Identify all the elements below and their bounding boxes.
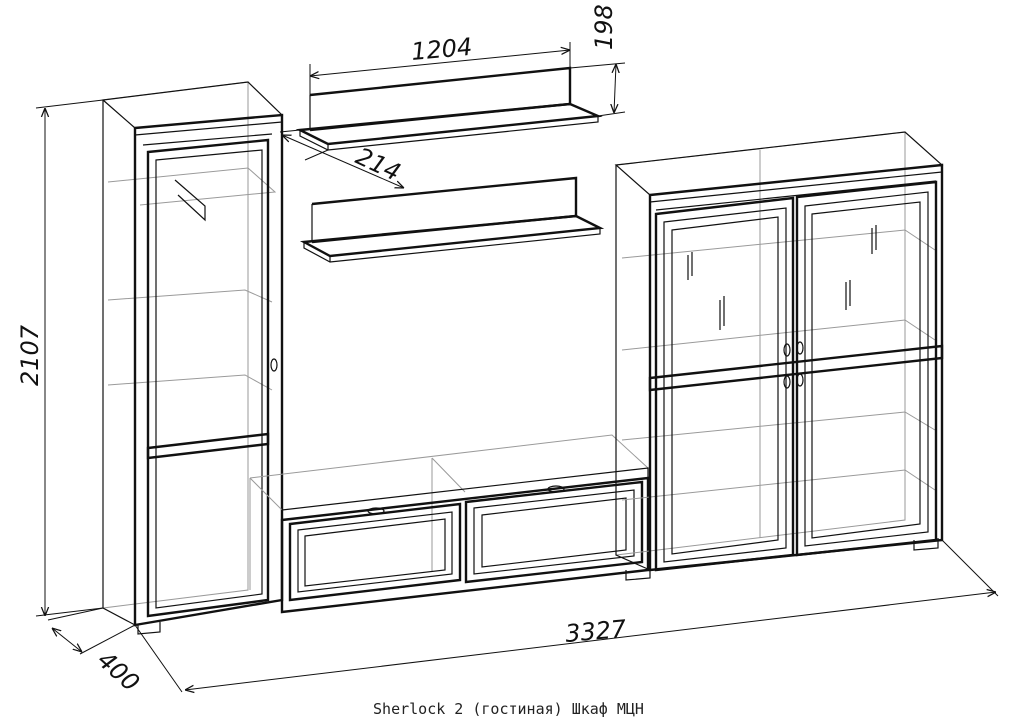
dim-shelf-depth: 214 bbox=[351, 142, 404, 187]
shelf-bottom bbox=[299, 176, 605, 263]
dimension-lines bbox=[35, 42, 999, 692]
dim-shelf-height: 198 bbox=[590, 4, 618, 50]
dim-total-height: 2107 bbox=[16, 324, 44, 386]
dim-total-width: 3327 bbox=[564, 615, 628, 648]
drawing-caption: Sherlock 2 (гостиная) Шкаф МЦН bbox=[373, 700, 644, 718]
technical-drawing: 1204 198 214 2107 400 3327 bbox=[16, 4, 999, 697]
wide-cabinet bbox=[614, 131, 944, 572]
tall-cabinet bbox=[101, 81, 284, 635]
dim-total-depth: 400 bbox=[92, 646, 145, 697]
dim-shelf-width: 1204 bbox=[410, 33, 473, 66]
shelf-top bbox=[295, 66, 603, 151]
tv-stand bbox=[249, 434, 651, 614]
